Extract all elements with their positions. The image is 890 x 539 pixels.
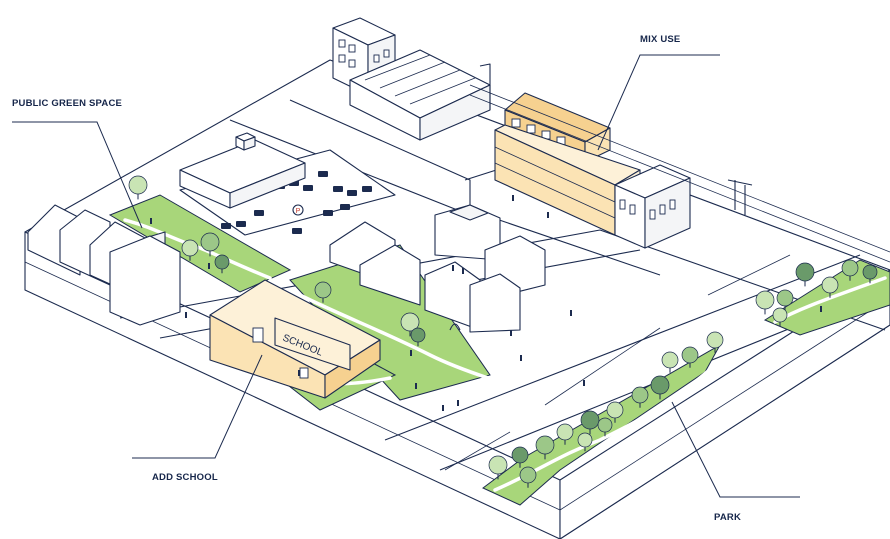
park-label: PARK — [714, 512, 742, 523]
tree — [488, 455, 508, 480]
tree — [556, 423, 574, 445]
tree — [181, 239, 199, 261]
tree — [795, 262, 815, 287]
public-green-space-leader — [12, 121, 143, 229]
tree — [535, 435, 555, 460]
tree — [821, 276, 839, 298]
tree — [862, 264, 878, 284]
mix-use-leader — [597, 54, 720, 151]
tree — [661, 351, 679, 373]
tree — [776, 289, 794, 311]
tree — [841, 259, 859, 281]
add-school-label: ADD SCHOOL — [152, 472, 218, 483]
parking-sign: P — [296, 208, 301, 215]
trees — [128, 175, 878, 488]
tree — [214, 254, 230, 274]
pedestrians — [150, 195, 822, 411]
park-leader — [671, 401, 800, 498]
tree — [128, 175, 148, 200]
rail-line — [469, 84, 890, 263]
add-school-leader — [132, 354, 263, 459]
mix-use-label: MIX USE — [640, 34, 681, 45]
tree — [706, 331, 724, 353]
low-commercial-building — [179, 132, 306, 209]
tree — [400, 312, 420, 337]
sawtooth-warehouse — [349, 49, 491, 141]
tree — [511, 446, 529, 468]
tree — [200, 232, 220, 257]
tree — [631, 386, 649, 408]
tree — [772, 307, 788, 327]
tree — [597, 417, 613, 437]
callout-leaders — [12, 54, 800, 498]
tree — [650, 375, 670, 400]
tree — [314, 281, 332, 303]
school-building: SCHOOL — [209, 279, 381, 399]
tree — [606, 401, 624, 423]
tree — [410, 327, 426, 347]
tree — [519, 466, 537, 488]
row-houses — [27, 204, 181, 326]
tree — [580, 410, 600, 435]
tree — [755, 290, 775, 315]
tree — [681, 346, 699, 368]
mix-use-building — [494, 92, 691, 249]
tree — [577, 432, 593, 452]
residential-cluster — [329, 204, 546, 333]
public-green-space-label: PUBLIC GREEN SPACE — [12, 98, 123, 109]
